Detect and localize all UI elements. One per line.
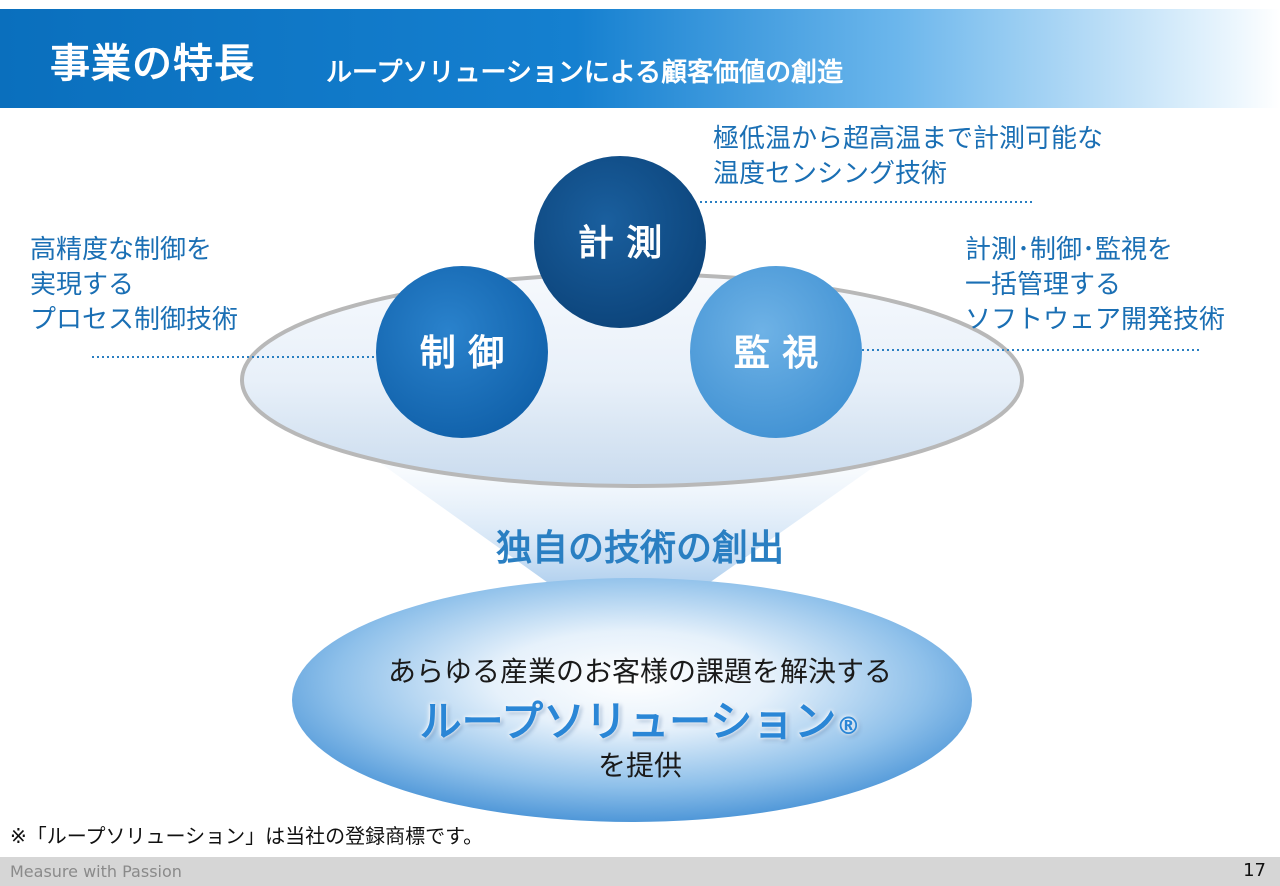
circle-monitor xyxy=(690,266,862,438)
callout-measure-line: 極低温から超高温まで計測可能な xyxy=(713,124,1104,154)
page-title: 事業の特長 xyxy=(50,41,255,87)
center-label: 独自の技術の創出 xyxy=(495,528,784,569)
solution-brand: ループソリューション® xyxy=(0,694,1280,750)
callout-control-line: プロセス制御技術 xyxy=(30,305,239,335)
header-bar: 事業の特長 ループソリューションによる顧客価値の創造 xyxy=(0,9,1280,108)
circle-control-label: 制 御 xyxy=(420,333,505,374)
callout-monitor: 計測･制御･監視を 一括管理する ソフトウェア開発技術 xyxy=(965,233,1225,338)
solution-line-3: を提供 xyxy=(597,749,682,782)
circle-measure-label: 計 測 xyxy=(578,223,663,264)
footer-tagline: Measure with Passion xyxy=(10,862,182,881)
registered-mark: ® xyxy=(836,712,861,740)
circle-monitor-label: 監 視 xyxy=(734,333,819,374)
callout-monitor-line: 一括管理する xyxy=(965,270,1122,300)
callout-measure-line: 温度センシング技術 xyxy=(713,159,948,189)
circle-measure xyxy=(534,156,706,328)
page-number: 17 xyxy=(1243,860,1266,881)
solution-brand-text: ループソリューション xyxy=(419,697,837,746)
callout-control-line: 高精度な制御を xyxy=(30,235,213,265)
footnote: ※「ループソリューション」は当社の登録商標です。 xyxy=(10,824,484,848)
callout-control-line: 実現する xyxy=(30,270,135,300)
solution-ellipse xyxy=(292,578,972,822)
callout-monitor-line: 計測･制御･監視を xyxy=(965,235,1174,265)
circle-control xyxy=(376,266,548,438)
footer-bar: Measure with Passion 17 xyxy=(0,857,1280,886)
callout-measure: 極低温から超高温まで計測可能な 温度センシング技術 xyxy=(713,122,1103,192)
funnel-shape xyxy=(355,445,905,640)
solution-line-1: あらゆる産業のお客様の課題を解決する xyxy=(387,655,892,688)
callout-monitor-line: ソフトウェア開発技術 xyxy=(965,305,1226,335)
callout-control: 高精度な制御を 実現する プロセス制御技術 xyxy=(30,233,238,338)
page-subtitle: ループソリューションによる顧客価値の創造 xyxy=(326,58,844,88)
